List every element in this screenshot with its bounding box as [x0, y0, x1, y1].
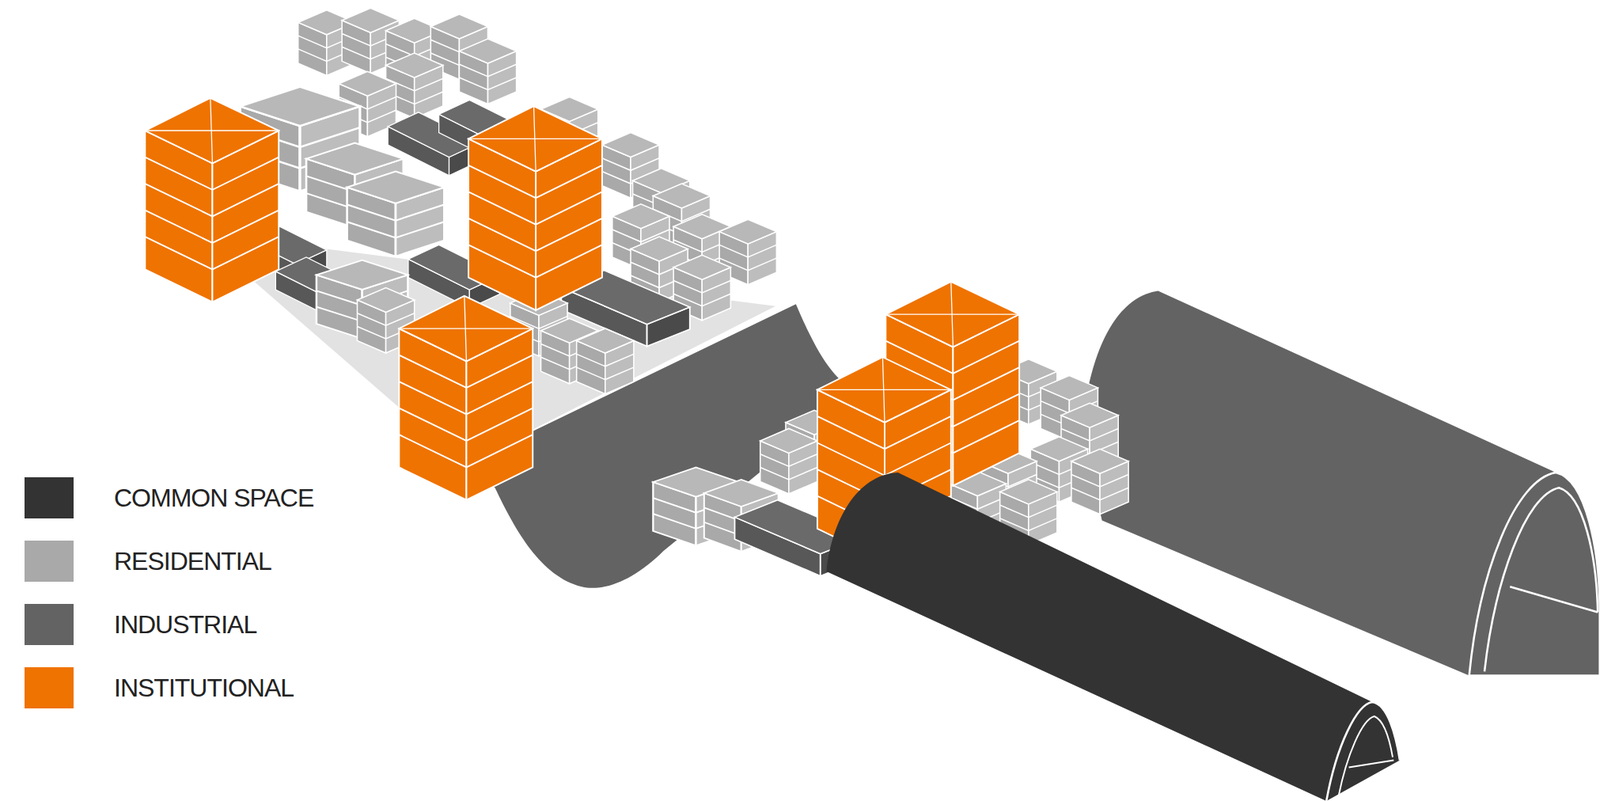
legend-label: COMMON SPACE — [113, 477, 314, 519]
legend-swatch — [24, 667, 74, 709]
legend-label: RESIDENTIAL — [113, 540, 272, 582]
vault-end — [1469, 472, 1600, 676]
vault-arch — [1326, 701, 1400, 801]
common-vault — [826, 472, 1401, 801]
legend-swatch — [24, 477, 74, 519]
legend-label: INSTITUTIONAL — [113, 667, 294, 709]
vault-arch — [1338, 716, 1393, 797]
upper-block — [144, 7, 777, 500]
vault-arch — [1484, 487, 1598, 672]
legend-label: INDUSTRIAL — [113, 603, 257, 645]
legend-swatch — [24, 603, 74, 645]
vault-line — [1349, 759, 1395, 767]
legend-swatch — [24, 540, 74, 582]
vault-line — [1509, 586, 1598, 612]
